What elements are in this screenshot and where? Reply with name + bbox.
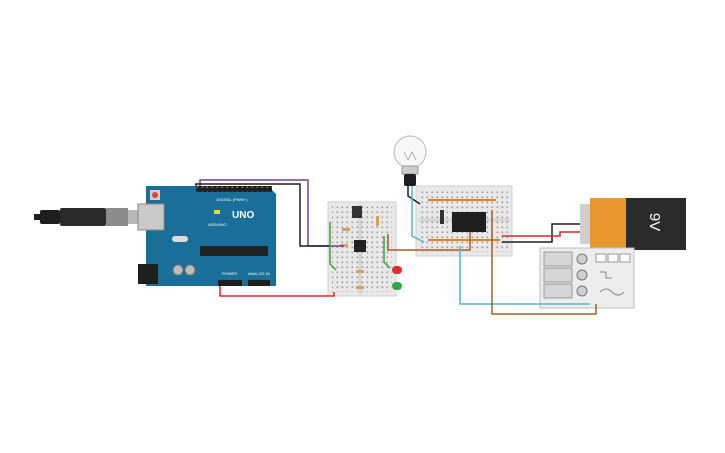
wire-green-1[interactable] <box>329 222 337 271</box>
arduino-model-label: UNO <box>232 210 254 221</box>
atmega-chip <box>200 246 268 256</box>
arduino-pcb <box>146 186 276 286</box>
wave-triangle-button[interactable] <box>619 253 631 263</box>
wire-black-1[interactable] <box>195 183 330 247</box>
wave-square-button[interactable] <box>607 253 619 263</box>
led-red[interactable] <box>392 266 402 274</box>
wire-red-1[interactable] <box>219 286 335 297</box>
led-on <box>214 210 220 214</box>
capacitor-2 <box>184 264 196 276</box>
led-green[interactable] <box>392 282 402 290</box>
display-3 <box>543 283 573 299</box>
usb-port <box>137 203 165 231</box>
knob-1[interactable] <box>576 253 588 265</box>
display-2 <box>543 267 573 283</box>
usb-cable[interactable] <box>34 208 148 226</box>
digital-label: DIGITAL (PWM~) <box>217 197 249 202</box>
battery-terminals <box>580 204 590 244</box>
knob-2[interactable] <box>576 269 588 281</box>
display-1 <box>543 251 573 267</box>
wire-brown-1[interactable] <box>387 232 471 251</box>
breadboard-right[interactable] <box>415 185 513 257</box>
relay-module[interactable] <box>452 212 486 232</box>
function-generator[interactable] <box>539 247 635 309</box>
wire-red-2[interactable] <box>502 231 580 237</box>
resistor-4[interactable] <box>356 286 364 289</box>
dc-jack <box>138 264 158 284</box>
crystal <box>172 236 188 242</box>
resistor-3[interactable] <box>356 270 364 273</box>
light-bulb[interactable] <box>393 135 427 186</box>
analog-header[interactable] <box>248 280 270 286</box>
wires <box>195 179 597 315</box>
wire-black-3[interactable] <box>502 223 580 243</box>
resistor-5[interactable] <box>376 216 379 226</box>
arduino-brand-label: ARDUINO <box>208 222 226 227</box>
ic-chip[interactable] <box>354 240 366 252</box>
power-label: POWER <box>222 271 237 276</box>
transistor[interactable] <box>352 206 362 218</box>
battery-voltage-label: 9V <box>646 213 663 231</box>
breadboard-left[interactable] <box>327 201 397 297</box>
wire-cyan-1[interactable] <box>411 186 425 243</box>
wire-brown-2[interactable] <box>491 210 597 315</box>
power-header[interactable] <box>218 280 242 286</box>
knob-3[interactable] <box>576 285 588 297</box>
resistor-1[interactable] <box>342 228 350 231</box>
analog-label: ANALOG IN <box>248 271 270 276</box>
diode[interactable] <box>440 210 444 224</box>
arduino-uno-board[interactable]: DIGITAL (PWM~) UNO ARDUINO POWER ANALOG … <box>137 186 276 286</box>
wire-green-2[interactable] <box>383 236 391 269</box>
capacitor-1 <box>172 264 184 276</box>
battery-9v[interactable]: 9V <box>580 198 686 250</box>
wave-sine-button[interactable] <box>595 253 607 263</box>
battery-cap <box>590 198 626 250</box>
wire-black-2[interactable] <box>407 186 421 205</box>
wire-cyan-2[interactable] <box>459 246 590 305</box>
